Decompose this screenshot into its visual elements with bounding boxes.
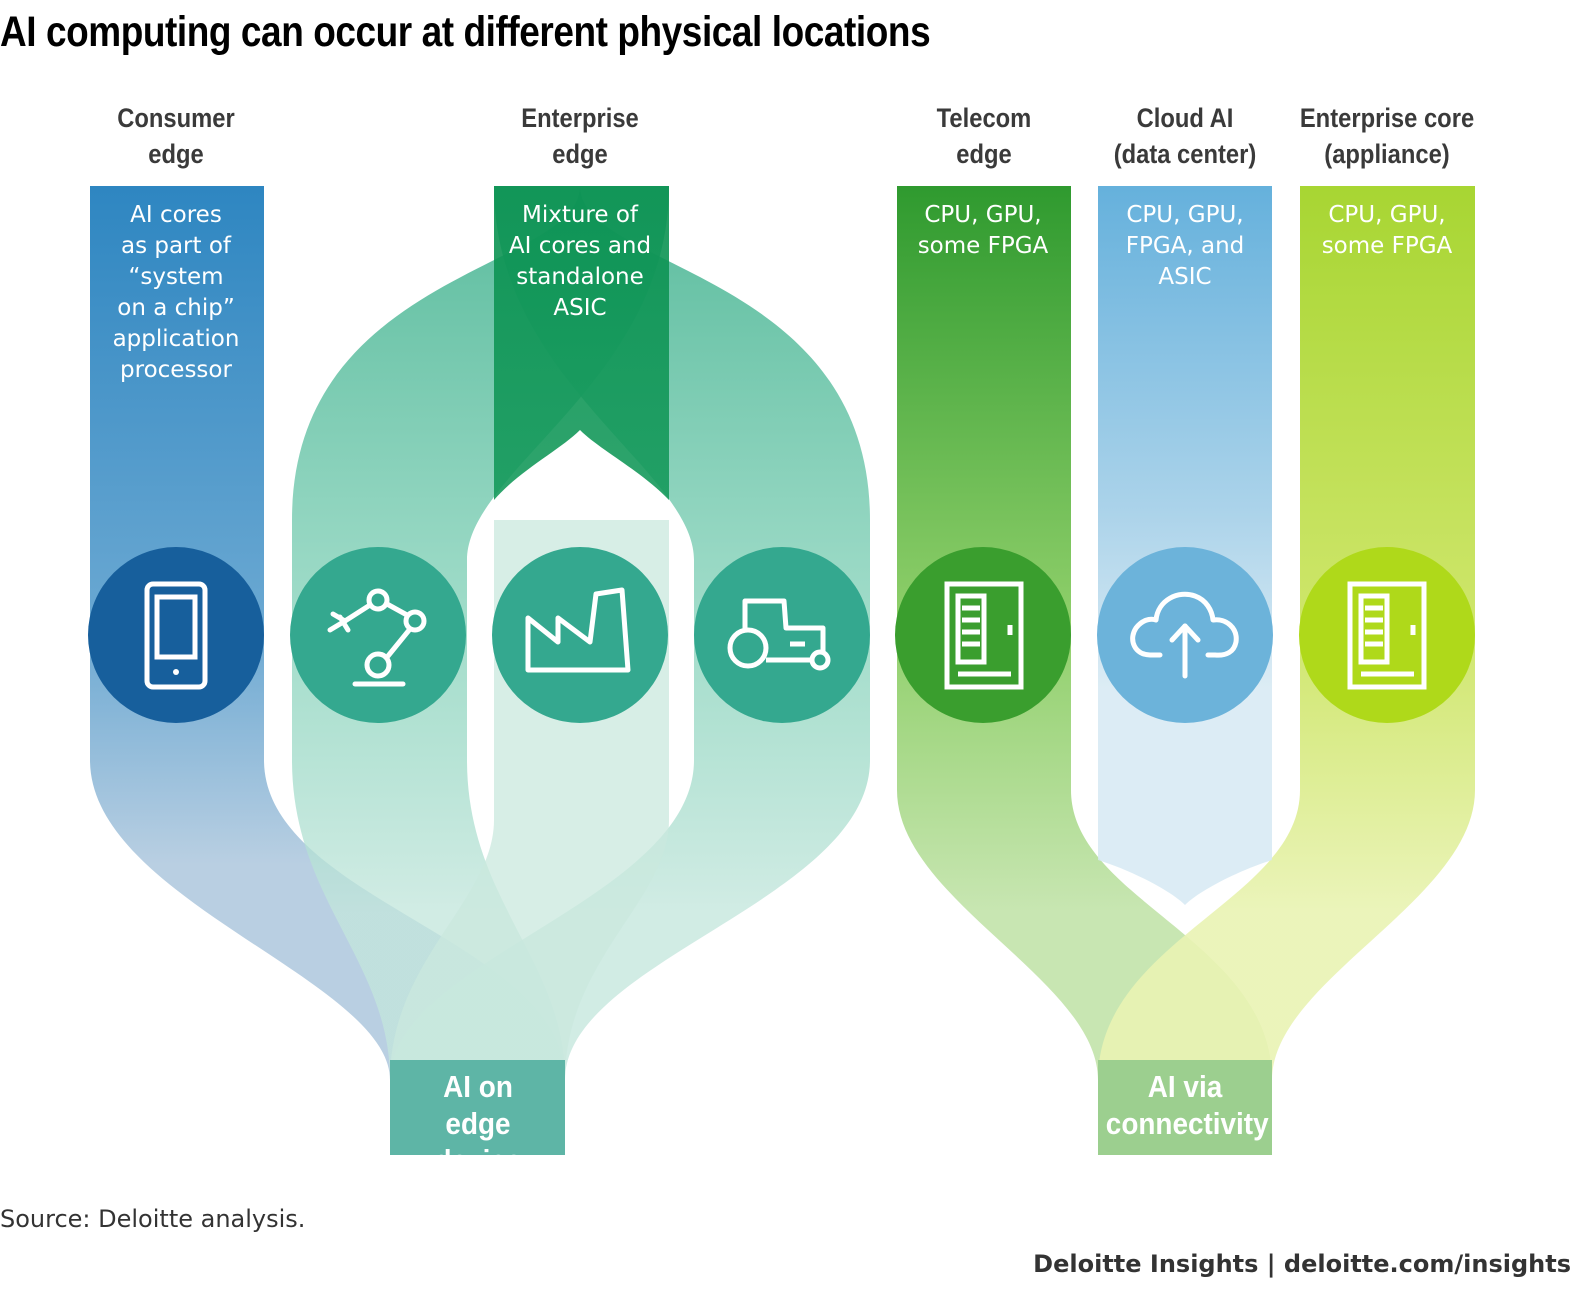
server-icon xyxy=(944,581,1024,690)
factory-circle xyxy=(492,547,668,723)
telecom-circle xyxy=(895,547,1071,723)
smartphone-icon xyxy=(144,581,208,690)
enterprise-edge-left-ribbon xyxy=(292,186,669,1155)
connectivity-base xyxy=(1098,1060,1272,1155)
server-icon xyxy=(1347,581,1427,690)
page-title: AI computing can occur at different phys… xyxy=(0,8,931,56)
enterprise-core-description: CPU, GPU, some FPGA xyxy=(1321,202,1453,259)
factory-icon xyxy=(525,587,631,673)
tractor-icon xyxy=(727,598,831,671)
enterprise-edge-top xyxy=(494,186,669,500)
footer-credit: Deloitte Insights | deloitte.com/insight… xyxy=(1033,1250,1571,1278)
telecom-edge-description: CPU, GPU, some FPGA xyxy=(917,202,1049,259)
robot-arm-icon xyxy=(327,588,427,687)
cloud-ai-header: Cloud AI(data center) xyxy=(1113,103,1257,169)
consumer-edge-circle xyxy=(88,547,264,723)
enterprise-core-header: Enterprise core(appliance) xyxy=(1299,103,1475,169)
cloud-circle xyxy=(1097,547,1273,723)
telecom-edge-ribbon xyxy=(897,186,1272,1155)
edge-device-base xyxy=(390,1060,565,1155)
cloud-ai-ribbon xyxy=(1098,186,1272,905)
consumer-edge-description: AI cores as part of “system on a chip” a… xyxy=(112,202,240,383)
cloud-ai-description: CPU, GPU, FPGA, and ASIC xyxy=(1125,202,1245,290)
cloud-upload-icon xyxy=(1130,591,1239,679)
tractor-circle xyxy=(694,547,870,723)
source-note: Source: Deloitte analysis. xyxy=(0,1205,306,1233)
enterprise-edge-right-ribbon xyxy=(390,186,870,1155)
enterprise-core-ribbon xyxy=(1098,186,1475,1155)
enterprise-edge-description: Mixture of AI cores and standalone ASIC xyxy=(508,202,652,321)
robot-circle xyxy=(290,547,466,723)
consumer-edge-ribbon xyxy=(90,186,565,1155)
enterprise-core-circle xyxy=(1299,547,1475,723)
